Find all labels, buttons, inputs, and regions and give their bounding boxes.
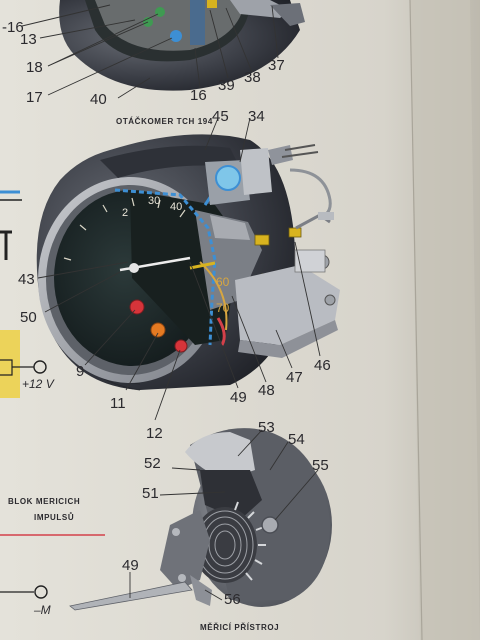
dial-mark-70: 70 <box>216 301 230 315</box>
label-top-16b: 16 <box>190 87 207 104</box>
label-9: 9 <box>76 363 85 380</box>
leader-lines-tachometer <box>37 117 321 421</box>
label-49-meter: 49 <box>122 557 139 574</box>
label-53: 53 <box>258 419 275 436</box>
label-top-16a: -16 <box>2 19 24 36</box>
warning-light-red-lower <box>174 339 188 353</box>
label-top-39: 39 <box>218 77 235 94</box>
label-top-17: 17 <box>26 89 43 106</box>
label-top-37: 37 <box>268 57 285 74</box>
warning-light-orange <box>150 322 166 338</box>
label-46: 46 <box>314 357 331 374</box>
dial-mark-60: 60 <box>216 275 230 289</box>
dial-mark-2: 2 <box>122 207 129 219</box>
tachometer <box>36 134 340 391</box>
label-45: 45 <box>212 108 229 125</box>
warning-light-red-upper <box>129 299 145 315</box>
caption-meter: MĚŘICÍ PŘÍSTROJ <box>200 623 280 632</box>
dial-mark-40: 40 <box>170 201 183 213</box>
page-edge-line <box>409 0 423 640</box>
schematic-fragments <box>0 190 105 599</box>
voltage-label: +12 V <box>22 377 54 391</box>
ground-label: –M <box>34 603 51 617</box>
leader-lines-top <box>21 4 279 99</box>
page-edge-shadow <box>410 0 480 640</box>
label-51: 51 <box>142 485 159 502</box>
label-52: 52 <box>144 455 161 472</box>
label-top-38: 38 <box>244 69 261 86</box>
label-12: 12 <box>146 425 163 442</box>
caption-pulse-block-line1: BLOK MERICICH <box>8 497 81 506</box>
label-54: 54 <box>288 431 305 448</box>
label-43: 43 <box>18 271 35 288</box>
dial-mark-30: 30 <box>148 195 161 207</box>
meter-assembly <box>69 428 332 611</box>
label-11: 11 <box>110 395 126 412</box>
label-50: 50 <box>20 309 37 326</box>
leader-lines-meter <box>129 429 319 601</box>
label-55: 55 <box>312 457 329 474</box>
label-34: 34 <box>248 108 265 125</box>
caption-pulse-block-line2: IMPULSŮ <box>34 513 75 522</box>
yellow-swatch <box>0 330 20 398</box>
label-top-40: 40 <box>90 91 107 108</box>
label-49-tacho: 49 <box>230 389 247 406</box>
caption-tachometer: OTÁČKOMER TCH 194 <box>116 117 213 126</box>
label-48: 48 <box>258 382 275 399</box>
label-47: 47 <box>286 369 303 386</box>
label-top-18: 18 <box>26 59 43 76</box>
label-top-13: 13 <box>20 31 37 48</box>
label-56: 56 <box>224 591 241 608</box>
